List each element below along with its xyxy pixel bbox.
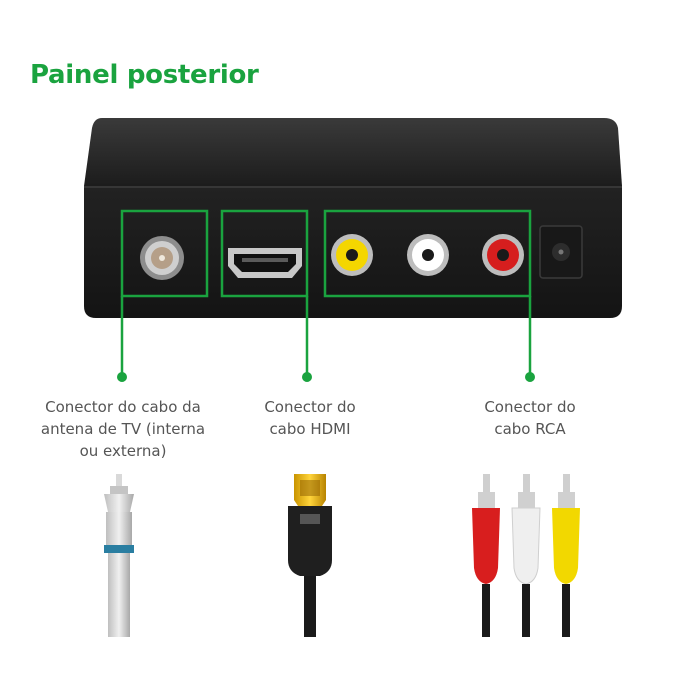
hdmi-label-line: cabo HDMI bbox=[269, 420, 351, 438]
antenna-leader-dot bbox=[117, 372, 127, 382]
hdmi-leader-dot bbox=[302, 372, 312, 382]
hdmi-label-line: Conector do bbox=[264, 398, 356, 416]
leader-lines bbox=[120, 296, 532, 377]
rca-port-yellow bbox=[331, 234, 373, 276]
panel-title: Painel posterior bbox=[30, 60, 259, 90]
rca-port-red bbox=[482, 234, 524, 276]
hdmi-connector-label: Conector do cabo HDMI bbox=[240, 396, 380, 440]
hdmi-highlight bbox=[220, 209, 309, 298]
rca-leader-dot bbox=[525, 372, 535, 382]
rca-label-line: Conector do bbox=[484, 398, 576, 416]
coaxial-cable-icon bbox=[104, 474, 134, 637]
power-port bbox=[539, 225, 583, 279]
hdmi-port bbox=[228, 248, 302, 278]
antenna-label-line: antena de TV (interna bbox=[40, 420, 206, 438]
hdmi-cable-icon bbox=[288, 474, 332, 637]
rca-plug-red bbox=[472, 474, 500, 637]
rca-port-white bbox=[407, 234, 449, 276]
antenna-label-line: Conector do cabo da bbox=[45, 398, 201, 416]
coax-port bbox=[140, 236, 184, 280]
rca-plug-yellow bbox=[552, 474, 580, 637]
set-top-box bbox=[84, 118, 622, 318]
rca-highlight bbox=[323, 209, 532, 298]
antenna-connector-label: Conector do cabo da antena de TV (intern… bbox=[28, 396, 218, 462]
antenna-label-line: ou externa) bbox=[79, 442, 167, 460]
rca-cable-icon bbox=[472, 474, 580, 637]
rca-connector-label: Conector do cabo RCA bbox=[460, 396, 600, 440]
rca-plug-white bbox=[511, 474, 541, 637]
box-top-surface bbox=[84, 118, 622, 186]
antenna-highlight bbox=[120, 209, 209, 298]
highlight-boxes bbox=[120, 209, 532, 298]
rca-label-line: cabo RCA bbox=[494, 420, 566, 438]
